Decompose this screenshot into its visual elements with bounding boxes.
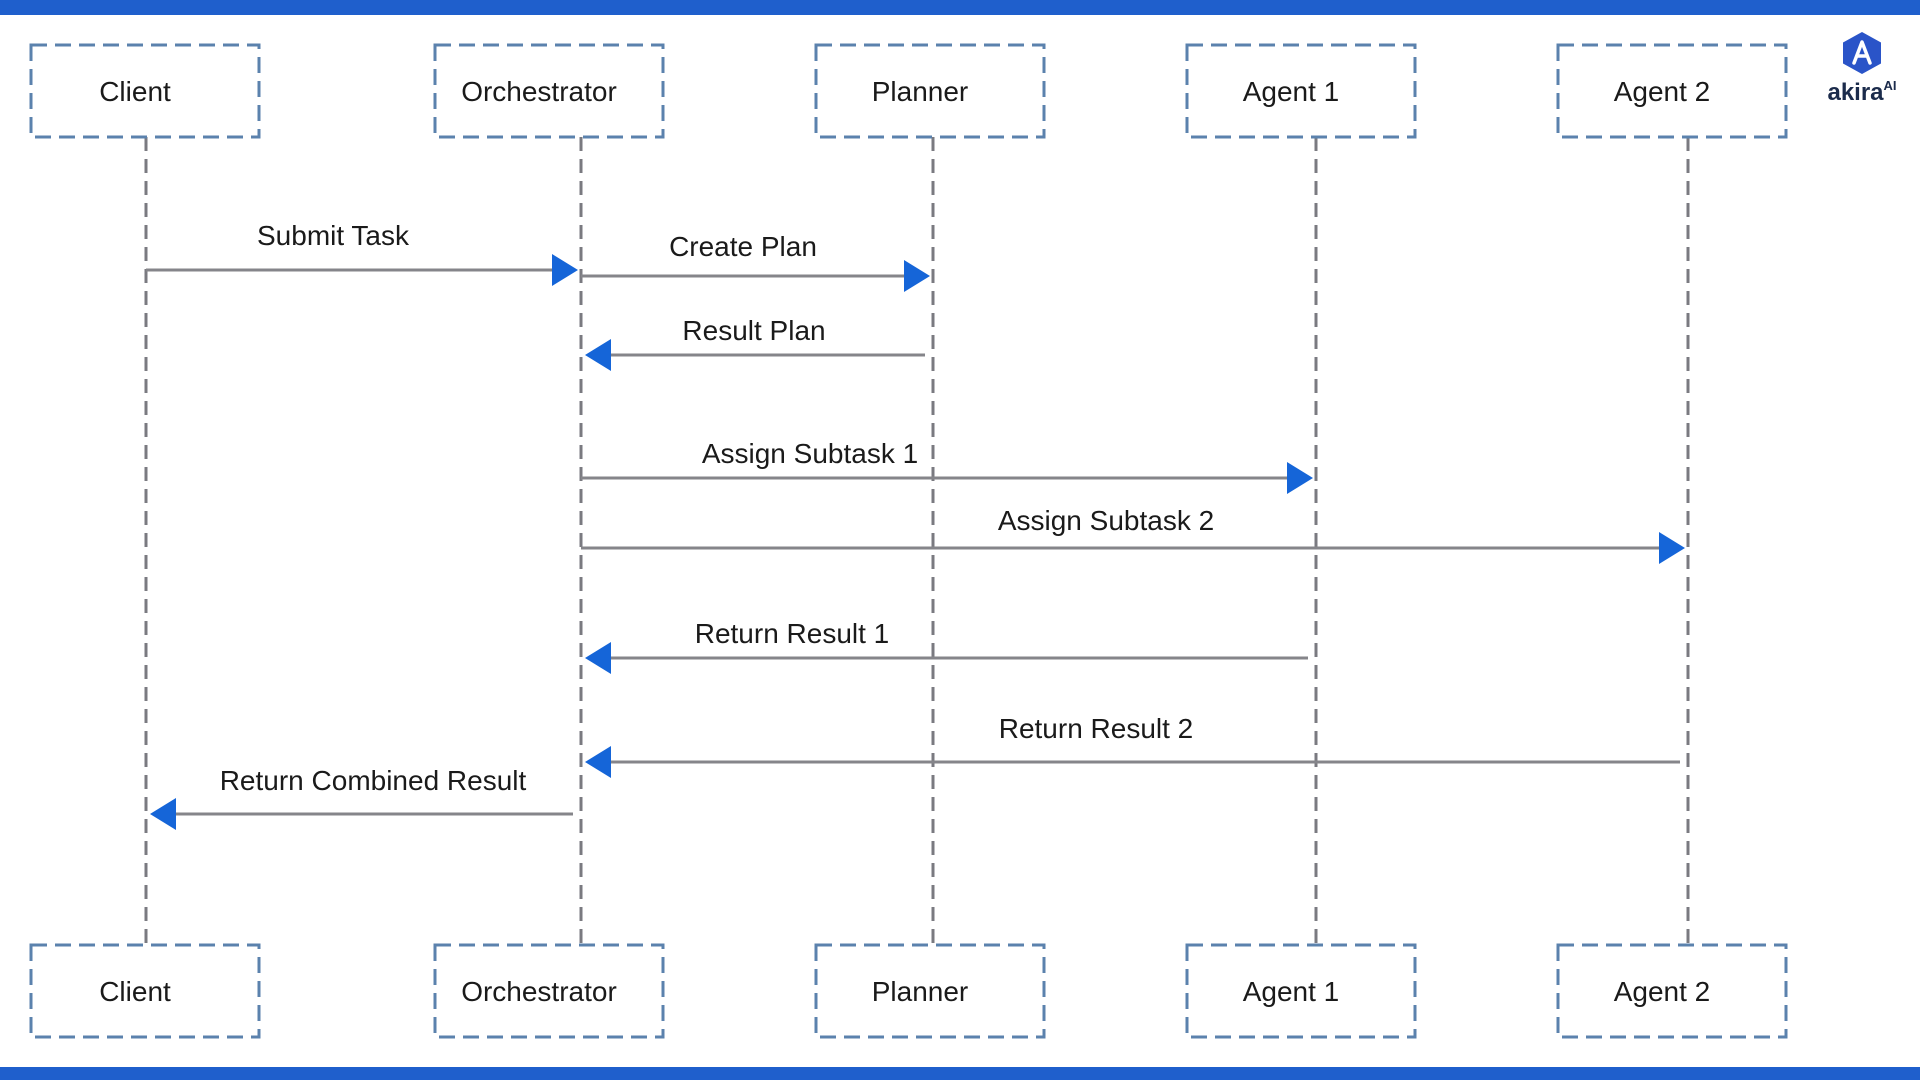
participant-label-agent1: Agent 1	[1243, 976, 1340, 1007]
participant-label-agent2: Agent 2	[1614, 76, 1711, 107]
message-1: Submit Task	[146, 220, 578, 286]
message-label: Assign Subtask 2	[998, 505, 1214, 536]
participant-box-top-client: Client	[29, 43, 261, 139]
message-label: Result Plan	[682, 315, 825, 346]
message-label: Return Result 2	[999, 713, 1194, 744]
participant-box-bottom-orchestrator: Orchestrator	[433, 943, 665, 1039]
participant-label-agent2: Agent 2	[1614, 976, 1711, 1007]
message-6: Return Result 1	[585, 618, 1308, 674]
participant-label-planner: Planner	[872, 76, 969, 107]
message-arrowhead	[552, 254, 578, 286]
participant-label-orchestrator: Orchestrator	[461, 976, 617, 1007]
message-arrowhead	[150, 798, 176, 830]
message-2: Create Plan	[581, 231, 930, 292]
message-arrowhead	[585, 642, 611, 674]
participant-box-bottom-agent1: Agent 1	[1185, 943, 1417, 1039]
message-label: Return Combined Result	[220, 765, 527, 796]
message-4: Assign Subtask 1	[581, 438, 1313, 494]
message-8: Return Combined Result	[150, 765, 573, 830]
participant-box-bottom-planner: Planner	[814, 943, 1046, 1039]
akira-hexagon-a-icon	[1843, 32, 1881, 74]
top-accent-bar	[0, 0, 1920, 15]
akira-logo: akiraAI	[1812, 30, 1912, 106]
participant-box-top-orchestrator: Orchestrator	[433, 43, 665, 139]
participant-box-frame	[433, 43, 665, 139]
participant-box-frame	[814, 43, 1046, 139]
participant-box-frame	[1556, 943, 1788, 1039]
message-arrowhead	[585, 746, 611, 778]
participant-label-planner: Planner	[872, 976, 969, 1007]
participant-label-agent1: Agent 1	[1243, 76, 1340, 107]
participant-box-frame	[1185, 943, 1417, 1039]
participant-label-client: Client	[99, 76, 171, 107]
participant-box-frame	[1556, 43, 1788, 139]
message-arrowhead	[1659, 532, 1685, 564]
participant-box-frame	[29, 43, 261, 139]
message-arrowhead	[1287, 462, 1313, 494]
participant-box-frame	[433, 943, 665, 1039]
message-3: Result Plan	[585, 315, 925, 371]
participant-box-frame	[1185, 43, 1417, 139]
bottom-accent-bar	[0, 1067, 1920, 1080]
message-arrowhead	[585, 339, 611, 371]
message-label: Return Result 1	[695, 618, 890, 649]
message-label: Assign Subtask 1	[702, 438, 918, 469]
message-label: Create Plan	[669, 231, 817, 262]
participant-box-frame	[814, 943, 1046, 1039]
message-arrowhead	[904, 260, 930, 292]
participant-label-orchestrator: Orchestrator	[461, 76, 617, 107]
participant-box-frame	[29, 943, 261, 1039]
participant-label-client: Client	[99, 976, 171, 1007]
participant-box-top-planner: Planner	[814, 43, 1046, 139]
message-7: Return Result 2	[585, 713, 1680, 778]
participant-box-top-agent1: Agent 1	[1185, 43, 1417, 139]
participant-box-top-agent2: Agent 2	[1556, 43, 1788, 139]
message-5: Assign Subtask 2	[581, 505, 1685, 564]
message-label: Submit Task	[257, 220, 410, 251]
participant-box-bottom-client: Client	[29, 943, 261, 1039]
participant-box-bottom-agent2: Agent 2	[1556, 943, 1788, 1039]
akira-logo-text: akiraAI	[1827, 78, 1897, 106]
